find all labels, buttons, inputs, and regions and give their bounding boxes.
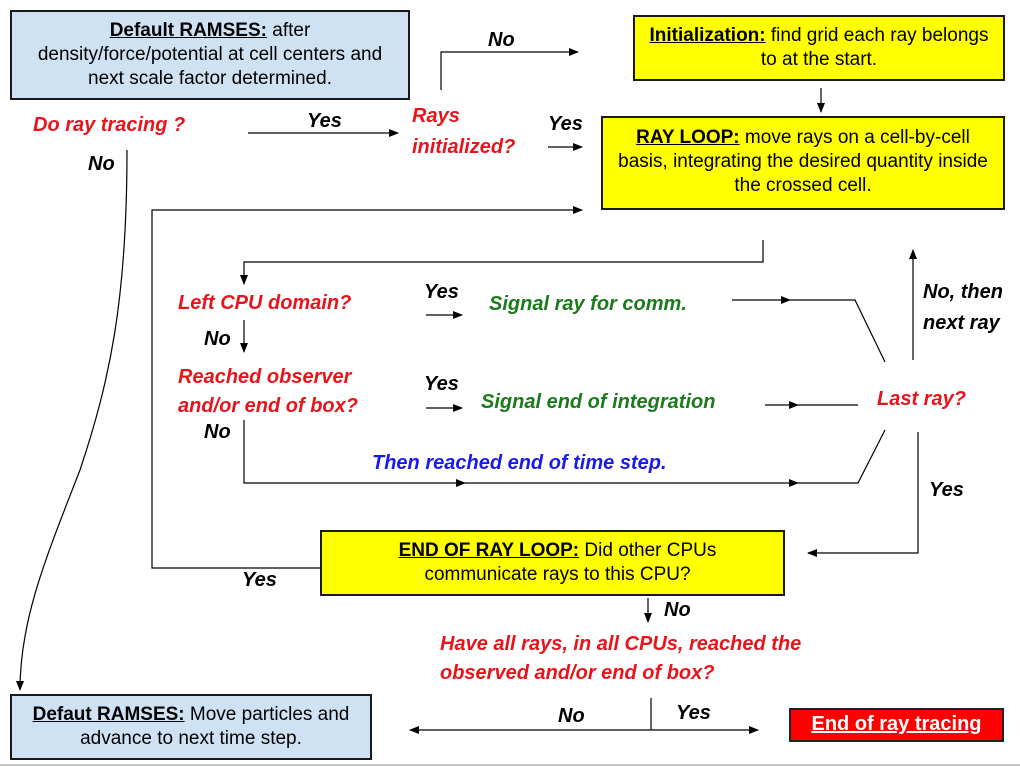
end-of-ray-loop-box: END OF RAY LOOP: Did other CPUs communic… bbox=[320, 530, 785, 596]
edge-no-then-next-ray-line1: No, then bbox=[923, 281, 1003, 303]
edge-no-then-next-ray-line2: next ray bbox=[923, 312, 1000, 334]
question-reached-observer-line1: Reached observer bbox=[178, 366, 352, 388]
question-have-all-rays-line1: Have all rays, in all CPUs, reached the bbox=[440, 633, 802, 655]
end-of-ray-loop-text: Did other CPUs communicate rays to this … bbox=[424, 540, 717, 585]
end-of-ray-tracing-title: End of ray tracing bbox=[811, 713, 982, 735]
edge-no-left-cpu: No bbox=[204, 328, 231, 350]
edge-yes-initialized: Yes bbox=[548, 113, 583, 135]
ray-loop-box: RAY LOOP: move rays on a cell-by-cell ba… bbox=[601, 116, 1005, 210]
question-do-ray-tracing: Do ray tracing ? bbox=[33, 114, 186, 136]
edge-yes-left-cpu: Yes bbox=[424, 281, 459, 303]
signal-ray-for-comm: Signal ray for comm. bbox=[489, 293, 687, 315]
end-of-ray-tracing-box: End of ray tracing bbox=[789, 708, 1004, 742]
default-ramses-bottom-text: Move particles and advance to next time … bbox=[80, 704, 350, 749]
default-ramses-bottom-title: Defaut RAMSES: bbox=[32, 704, 185, 725]
question-last-ray: Last ray? bbox=[877, 388, 966, 410]
edge-no-reached: No bbox=[204, 421, 231, 443]
edge-yes-reached: Yes bbox=[424, 373, 459, 395]
default-ramses-bottom-box: Defaut RAMSES: Move particles and advanc… bbox=[10, 694, 372, 760]
question-rays-initialized-line2: initialized? bbox=[412, 136, 516, 158]
ray-loop-text: move rays on a cell-by-cell basis, integ… bbox=[618, 127, 988, 196]
edge-yes-have-all: Yes bbox=[676, 702, 711, 724]
edge-no-end-loop: No bbox=[664, 599, 691, 621]
default-ramses-top-box: Default RAMSES: after density/force/pote… bbox=[10, 10, 410, 100]
initialization-box: Initialization: find grid each ray belon… bbox=[633, 15, 1005, 81]
question-left-cpu-domain: Left CPU domain? bbox=[178, 292, 352, 314]
note-end-of-time-step: Then reached end of time step. bbox=[372, 452, 667, 474]
end-of-ray-loop-title: END OF RAY LOOP: bbox=[398, 540, 580, 561]
edge-yes-last-ray: Yes bbox=[929, 479, 964, 501]
question-reached-observer-line2: and/or end of box? bbox=[178, 395, 358, 417]
edge-no-ray-tracing: No bbox=[88, 153, 115, 175]
edge-no-have-all: No bbox=[558, 705, 585, 727]
initialization-title: Initialization: bbox=[649, 25, 766, 46]
edge-no-initialized: No bbox=[488, 29, 515, 51]
initialization-text: find grid each ray belongs to at the sta… bbox=[760, 25, 989, 70]
question-rays-initialized-line1: Rays bbox=[412, 105, 460, 127]
question-have-all-rays-line2: observed and/or end of box? bbox=[440, 662, 715, 684]
default-ramses-top-title: Default RAMSES: bbox=[109, 20, 267, 41]
default-ramses-top-text: after density/force/potential at cell ce… bbox=[37, 20, 383, 89]
ray-loop-title: RAY LOOP: bbox=[636, 127, 740, 148]
edge-yes-ray-tracing: Yes bbox=[307, 110, 342, 132]
edge-yes-end-loop: Yes bbox=[242, 569, 277, 591]
signal-end-of-integration: Signal end of integration bbox=[481, 391, 716, 413]
